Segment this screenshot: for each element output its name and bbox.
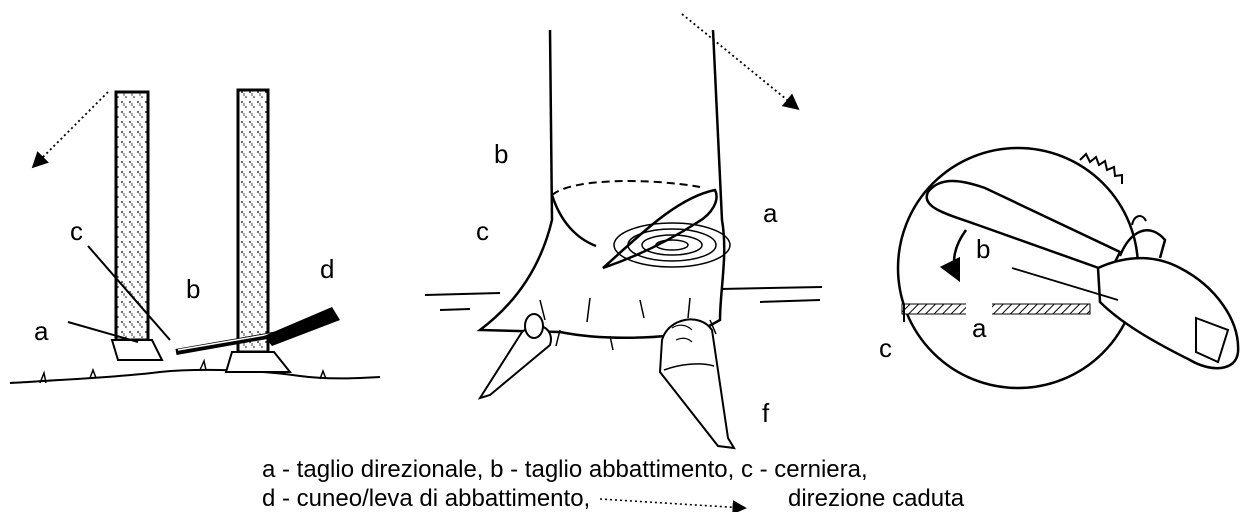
caption-line-2: d - cuneo/leva di abbattimento, [262,486,590,512]
label-fig1-d: d [320,254,334,284]
stump-base-left [112,340,162,360]
lever-handle [264,307,340,346]
fall-direction-arrow [34,92,108,166]
label-fig1-c: c [70,216,83,246]
caption-fall-direction: direzione caduta [788,486,964,512]
wedge-f [660,319,734,448]
label-fig2-a: a [763,198,778,228]
figure-lever [10,90,380,383]
wedge-left [480,326,551,398]
label-fig1-a: a [34,316,49,346]
label-fig3-a: a [972,313,987,343]
label-fig2-b: b [494,139,508,169]
figure-chainsaw [898,148,1238,388]
label-fig1-b: b [186,274,200,304]
big-trunk [480,30,724,338]
letter-labels: c b d a b c a f b a c [34,139,990,428]
label-fig2-f: f [762,398,770,428]
caption-wedge-text: d - cuneo/leva di abbattimento, [262,485,590,512]
tree-trunk-right [238,90,268,352]
caption-line-1: a - taglio direzionale, b - taglio abbat… [262,457,868,483]
notch-band [902,304,1090,314]
label-fig2-c: c [476,216,489,246]
tree-trunk-left [116,92,148,340]
legend-dotted-arrow-icon [598,496,784,512]
label-fig3-b: b [976,234,990,264]
trunk-roots-right [226,352,290,372]
label-fig3-c: c [879,333,892,363]
